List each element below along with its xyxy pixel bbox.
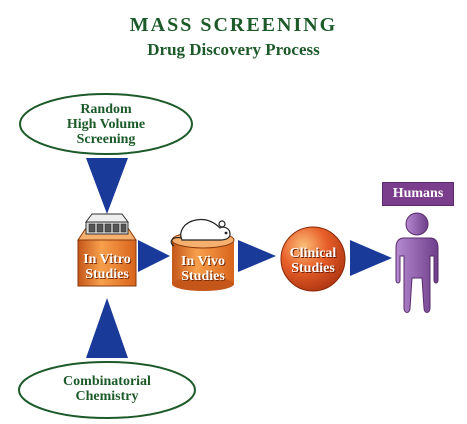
arrow-down-to-in-vitro: [86, 158, 128, 214]
clinical-studies-node: [280, 226, 346, 292]
arrow-in-vitro-to-in-vivo: [138, 240, 170, 272]
in-vivo-label: In Vivo Studies: [181, 254, 225, 284]
in-vivo-node: [170, 218, 235, 291]
rat-icon: [170, 218, 231, 247]
random-screening-label: Random High Volume Screening: [66, 102, 146, 147]
arrow-in-vivo-to-clinical: [238, 240, 276, 272]
human-figure-icon: [395, 212, 439, 313]
random-screening-oval: [19, 93, 193, 155]
arrow-clinical-to-humans: [350, 240, 392, 276]
arrow-up-to-in-vitro: [86, 298, 128, 358]
in-vitro-label: In Vitro Studies: [83, 252, 131, 282]
combinatorial-chemistry-oval: [18, 361, 196, 419]
in-vitro-node: [77, 213, 137, 287]
diagram-subtitle: Drug Discovery Process: [147, 40, 320, 59]
culture-plate-icon: [85, 213, 129, 235]
humans-label: Humans: [382, 182, 454, 206]
combinatorial-chemistry-label: Combinatorial Chemistry: [63, 374, 151, 404]
diagram-title: MASS SCREENING: [129, 14, 338, 36]
clinical-studies-label: Clinical Studies: [289, 246, 337, 276]
